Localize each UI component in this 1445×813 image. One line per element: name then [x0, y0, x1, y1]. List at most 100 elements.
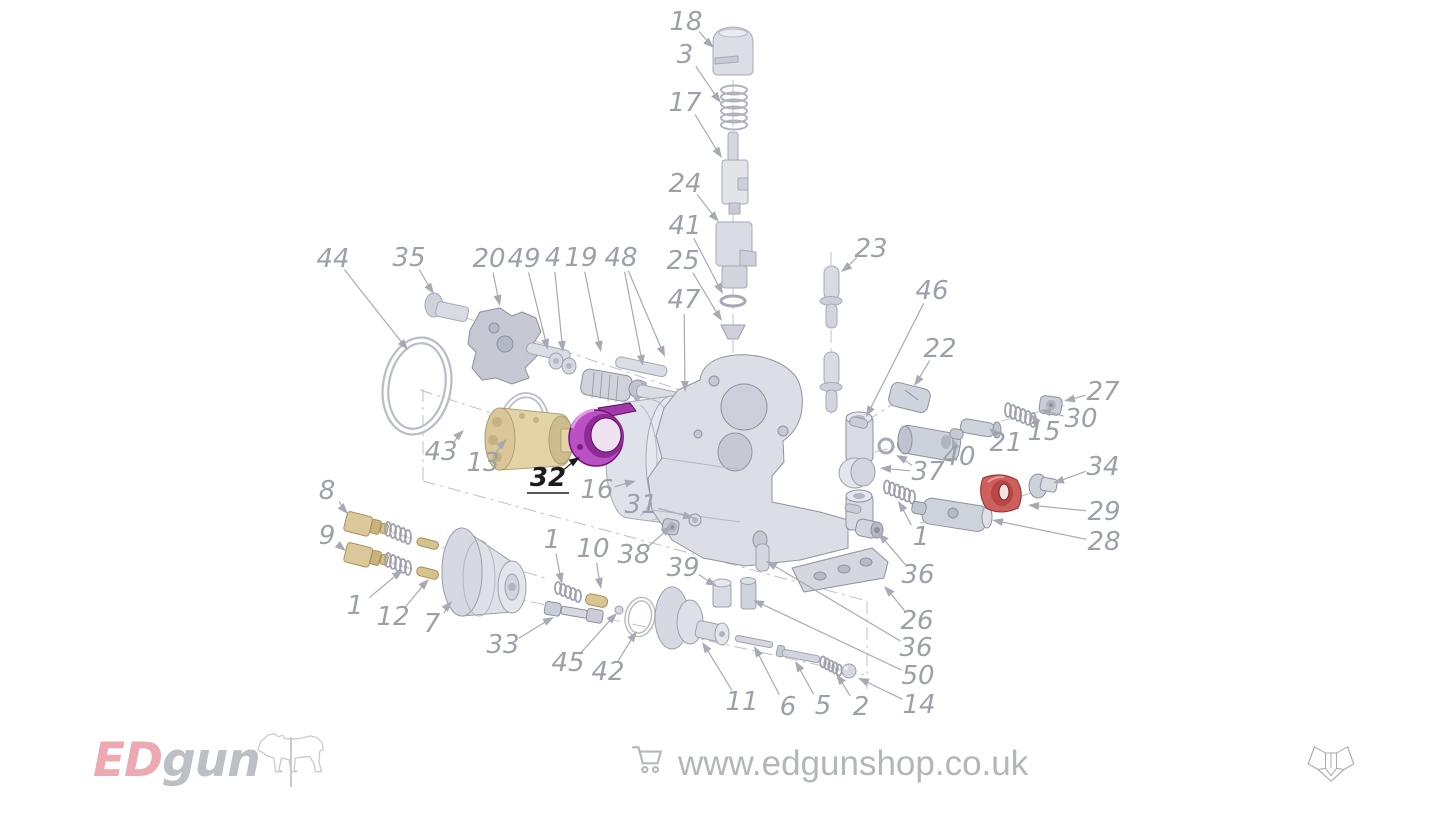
- part-5-rod: [775, 644, 821, 664]
- callout-arrow-36: [766, 561, 778, 570]
- callout-label-22: 22: [923, 334, 956, 364]
- callout-label-27: 27: [1086, 377, 1120, 407]
- callout-arrow-36: [878, 533, 889, 544]
- callout-leader-12: [404, 582, 426, 608]
- callout-arrow-9: [334, 541, 346, 551]
- callout-arrow-32: [568, 457, 580, 467]
- callout-label-44: 44: [316, 244, 349, 274]
- part-17-valve-stem: [721, 131, 749, 215]
- part-45-ball: [614, 605, 624, 615]
- part-26-bar: [791, 547, 889, 593]
- part-34-fitting: [1028, 473, 1058, 499]
- callout-leader-25: [692, 272, 720, 317]
- part-7-bell: [441, 527, 527, 617]
- callout-arrow-16: [624, 479, 636, 488]
- callout-label-9: 9: [319, 521, 336, 551]
- part-46-pin: [849, 416, 869, 429]
- brand-gun: gun: [162, 733, 261, 788]
- callout-label-50: 50: [901, 661, 934, 691]
- callout-leader-3: [695, 65, 718, 99]
- callout-label-36: 36: [901, 560, 934, 590]
- callout-arrow-17: [712, 146, 722, 158]
- callout-label-38: 38: [617, 540, 650, 570]
- callout-leader-4: [554, 271, 563, 347]
- callout-leader-48: [624, 271, 643, 361]
- part-1-springs-left: [384, 521, 412, 576]
- callout-leader-47: [683, 313, 686, 387]
- callout-leader-48: [627, 270, 664, 352]
- footer-site: www.edgunshop.co.uk: [630, 742, 1028, 785]
- callout-arrow-10: [594, 577, 603, 589]
- callout-label-37: 37: [911, 457, 945, 487]
- part-28-cylinder: [911, 497, 993, 533]
- callout-leader-41: [693, 237, 721, 290]
- part-39-50-cylinders: [712, 577, 757, 610]
- callout-leader-14: [863, 679, 903, 700]
- callout-label-1: 1: [347, 591, 364, 621]
- callout-arrow-1: [555, 572, 564, 584]
- callout-label-8: 8: [319, 476, 336, 506]
- callout-arrow-49: [541, 338, 550, 350]
- callout-label-23: 23: [854, 234, 887, 264]
- brand-ed: ED: [93, 733, 163, 788]
- callout-arrow-21: [989, 428, 1000, 439]
- parts-layer: [343, 26, 1063, 679]
- callout-label-32: 32: [530, 463, 566, 493]
- callout-label-29: 29: [1087, 497, 1120, 527]
- callout-leader-19: [584, 271, 601, 347]
- callout-leader-46: [868, 303, 925, 412]
- part-22-cylinder: [888, 381, 931, 413]
- part-29-red-bushing: [980, 474, 1022, 513]
- callout-arrow-24: [708, 211, 719, 222]
- callout-label-39: 39: [666, 553, 699, 583]
- part-9-fitting-brass: [343, 542, 389, 568]
- callout-arrow-22: [914, 374, 924, 386]
- callout-leader-17: [694, 114, 720, 154]
- callout-arrow-7: [441, 601, 452, 612]
- callout-leader-5: [797, 665, 815, 695]
- callout-arrow-15: [1031, 414, 1041, 426]
- callout-arrow-2: [836, 674, 846, 686]
- callout-leader-1: [369, 573, 399, 599]
- part-10-pin-brass: [585, 593, 609, 608]
- callout-arrow-40: [952, 438, 960, 450]
- part-24-valve-body: [715, 221, 757, 289]
- callout-arrow-48: [656, 345, 665, 357]
- callout-label-3: 3: [677, 40, 694, 70]
- callout-arrow-45: [606, 613, 617, 624]
- callout-label-11: 11: [725, 687, 758, 717]
- part-1-spring-mid: [554, 581, 582, 603]
- callout-arrow-28: [992, 518, 1004, 527]
- callout-leader-45: [580, 616, 614, 654]
- callout-label-13: 13: [466, 448, 499, 478]
- callout-arrow-1: [391, 570, 403, 580]
- callout-arrow-3: [711, 91, 721, 103]
- callout-leader-33: [518, 619, 550, 639]
- callout-arrow-20: [493, 294, 502, 306]
- callout-arrow-44: [397, 338, 408, 350]
- callout-arrow-27: [1064, 394, 1076, 403]
- callout-leader-36: [770, 563, 901, 642]
- callout-arrow-47: [680, 380, 689, 392]
- callout-label-18: 18: [669, 7, 702, 37]
- callout-label-6: 6: [780, 692, 797, 722]
- callout-label-49: 49: [507, 244, 540, 274]
- callout-label-19: 19: [564, 243, 597, 273]
- callout-label-17: 17: [668, 88, 702, 118]
- callout-label-5: 5: [815, 691, 832, 721]
- part-41-oring: [719, 294, 747, 308]
- callout-arrow-43: [453, 430, 464, 441]
- footer-divider: [290, 737, 292, 787]
- part-42-oring: [624, 596, 656, 638]
- callout-arrow-46: [866, 405, 875, 417]
- callout-arrow-29: [1028, 502, 1040, 510]
- part-pin-under-receiver: [755, 543, 770, 572]
- callout-arrow-31: [682, 511, 694, 520]
- fox-logo: [1304, 735, 1358, 797]
- callout-arrow-38: [660, 526, 672, 536]
- part-12-pins-brass: [416, 537, 439, 580]
- callout-label-31: 31: [624, 490, 657, 520]
